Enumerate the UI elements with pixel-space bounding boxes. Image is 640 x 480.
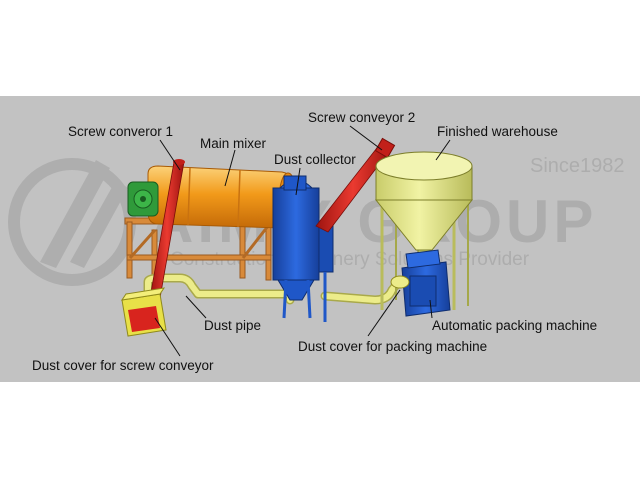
label-finished-warehouse: Finished warehouse — [437, 124, 558, 139]
leader-lines — [154, 125, 451, 357]
dust-pipe — [143, 273, 405, 305]
aimix-logo-mark — [8, 158, 136, 286]
label-dust-collector: Dust collector — [274, 152, 356, 167]
dust-collector — [272, 175, 334, 322]
label-dust-pipe: Dust pipe — [204, 318, 261, 333]
dust-cover-packing-machine — [390, 275, 410, 289]
callout-labels: Screw converor 1 Main mixer Screw convey… — [32, 110, 597, 373]
label-dust-cover-packing: Dust cover for packing machine — [298, 339, 487, 354]
screw-conveyor-2 — [315, 137, 396, 233]
label-main-mixer: Main mixer — [200, 136, 267, 151]
dust-cover-screw-conveyor — [120, 287, 167, 337]
label-dust-cover-screw: Dust cover for screw conveyor — [32, 358, 214, 373]
finished-warehouse — [374, 151, 474, 310]
automatic-packing-machine — [401, 249, 451, 317]
mixer-motor — [127, 181, 159, 217]
label-automatic-packing: Automatic packing machine — [432, 318, 597, 333]
label-screw-conveyor-1: Screw converor 1 — [68, 124, 173, 139]
watermark-since: Since1982 — [530, 155, 625, 177]
label-screw-conveyor-2: Screw conveyor 2 — [308, 110, 415, 125]
